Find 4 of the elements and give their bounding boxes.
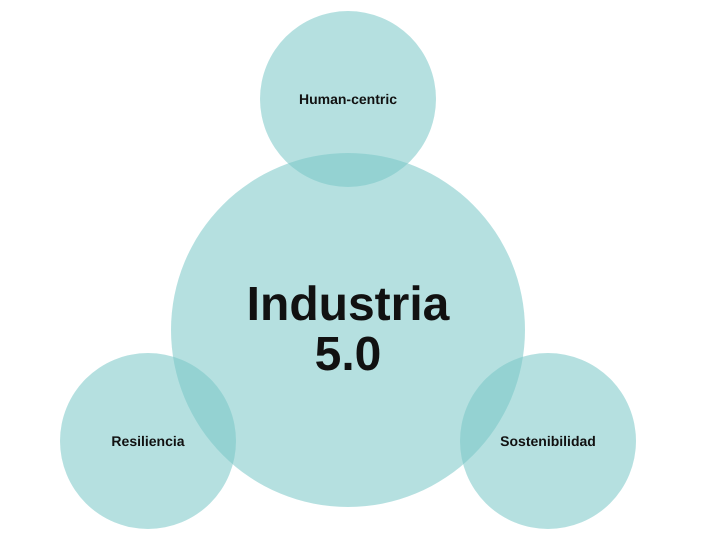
circle-label: Resiliencia: [111, 434, 185, 448]
circle-label: Human-centric: [298, 92, 398, 106]
center-title: Industria 5.0: [246, 280, 451, 380]
circle-label: Sostenibilidad: [500, 434, 596, 448]
